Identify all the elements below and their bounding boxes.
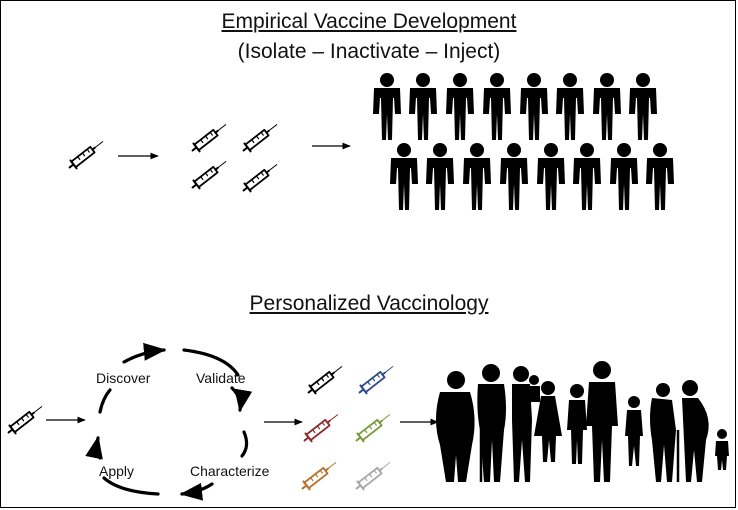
person-icon (446, 73, 474, 140)
person-icon (426, 143, 454, 210)
syringe-icon (355, 361, 397, 398)
personalized-title: Personalized Vaccinology (249, 292, 489, 315)
silhouette-icon (625, 396, 643, 466)
person-icon (409, 73, 437, 140)
person-icon (610, 143, 638, 210)
cycle-label-characterize: Characterize (190, 463, 270, 479)
cycle-arrow-icon (98, 388, 112, 414)
cycle-arrow-icon (122, 342, 167, 364)
person-icon (463, 143, 491, 210)
cycle-arrow-icon (240, 430, 249, 458)
syringe-icon (352, 409, 394, 446)
person-icon (390, 143, 418, 210)
cycle-label-apply: Apply (99, 463, 135, 479)
silhouette-icon (567, 384, 587, 464)
cycle-arrow-icon (179, 482, 214, 501)
cycle-label-validate: Validate (196, 370, 246, 386)
person-icon (537, 143, 565, 210)
silhouette-icon (650, 383, 680, 482)
syringe-icon (304, 361, 346, 398)
syringe-icon (239, 159, 281, 196)
cycle-arrow-icon (182, 348, 240, 377)
person-icon (556, 73, 584, 140)
person-icon (520, 73, 548, 140)
syringe-icon (298, 457, 340, 494)
person-icon (373, 73, 401, 140)
cycle-arrow-icon (102, 476, 160, 496)
empirical-title: Empirical Vaccine Development (221, 10, 517, 33)
syringe-icon (352, 457, 394, 494)
syringe-icon (300, 409, 342, 446)
silhouette-icon (586, 361, 618, 482)
person-icon (646, 143, 674, 210)
silhouette-icon (477, 364, 506, 482)
person-icon (629, 73, 657, 140)
person-icon (573, 143, 601, 210)
syringe-icon (4, 401, 46, 438)
syringe-icon (65, 136, 107, 173)
syringe-icon (239, 119, 281, 156)
silhouette-icon (436, 371, 475, 482)
silhouette-icon (534, 381, 562, 462)
silhouette-icon (512, 366, 540, 482)
cycle-arrow-icon (230, 386, 253, 413)
cycle-arrow-icon (85, 435, 103, 460)
empirical-subtitle: (Isolate – Inactivate – Inject) (237, 40, 501, 63)
cycle-label-discover: Discover (96, 370, 151, 386)
syringe-icon (188, 156, 230, 193)
silhouette-icon (682, 380, 709, 482)
person-icon (500, 143, 528, 210)
syringe-icon (188, 119, 230, 156)
person-icon (593, 73, 621, 140)
person-icon (483, 73, 511, 140)
silhouette-icon (715, 429, 729, 470)
